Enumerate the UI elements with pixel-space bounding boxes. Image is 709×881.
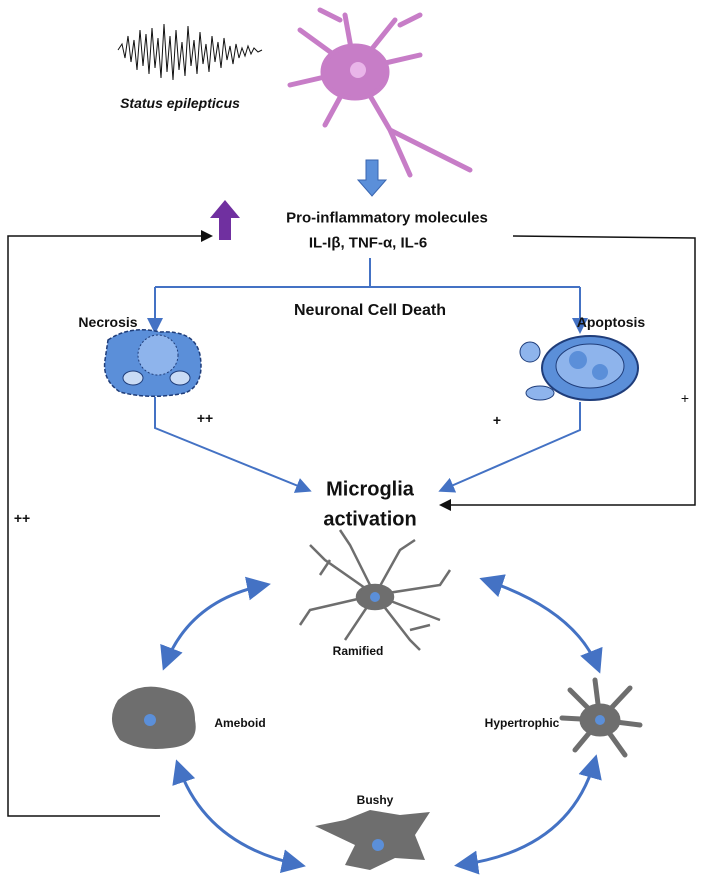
status-epilepticus-label: Status epilepticus (120, 95, 240, 111)
neuronal-cell-death-label: Neuronal Cell Death (293, 302, 447, 319)
cytokines-label: IL-Iβ, TNF-α, IL-6 (308, 234, 428, 252)
microglia-label: Microglia (326, 478, 414, 501)
down-arrow-icon (356, 159, 388, 197)
arrow-ameboid-bushy (172, 759, 306, 874)
necrosis-label: Necrosis (78, 314, 138, 330)
bushy-label: Bushy (356, 793, 394, 807)
feedback-line-right (439, 235, 696, 511)
apoptotic-cell-icon (519, 335, 639, 401)
eeg-trace-icon (117, 23, 263, 81)
ameboid-label: Ameboid (214, 716, 266, 730)
activation-label: activation (323, 508, 417, 531)
arrow-hypertrophic-bushy (454, 754, 602, 875)
necrosis-effect-label: ++ (196, 410, 214, 426)
neuron-icon (287, 7, 473, 178)
apoptosis-label: Apoptosis (576, 314, 646, 330)
arrow-ramified-ameboid (160, 576, 271, 671)
ramified-microglia-icon (298, 529, 452, 651)
hypertrophic-label: Hypertrophic (484, 716, 560, 730)
cell-death-branches (147, 258, 588, 493)
apoptosis-effect-label: + (492, 412, 502, 428)
pro-inflammatory-label: Pro-inflammatory molecules (286, 209, 488, 227)
bushy-microglia-icon (315, 810, 430, 870)
feedback-left-label: ++ (13, 510, 31, 526)
ramified-label: Ramified (332, 644, 384, 658)
feedback-right-label: + (680, 390, 690, 406)
up-arrow-icon (210, 200, 240, 240)
feedback-line-left (7, 230, 213, 817)
necrotic-cell-icon (103, 329, 202, 398)
arrow-ramified-hypertrophic (479, 574, 603, 674)
hypertrophic-microglia-icon (559, 677, 643, 758)
ameboid-microglia-icon (111, 686, 196, 749)
